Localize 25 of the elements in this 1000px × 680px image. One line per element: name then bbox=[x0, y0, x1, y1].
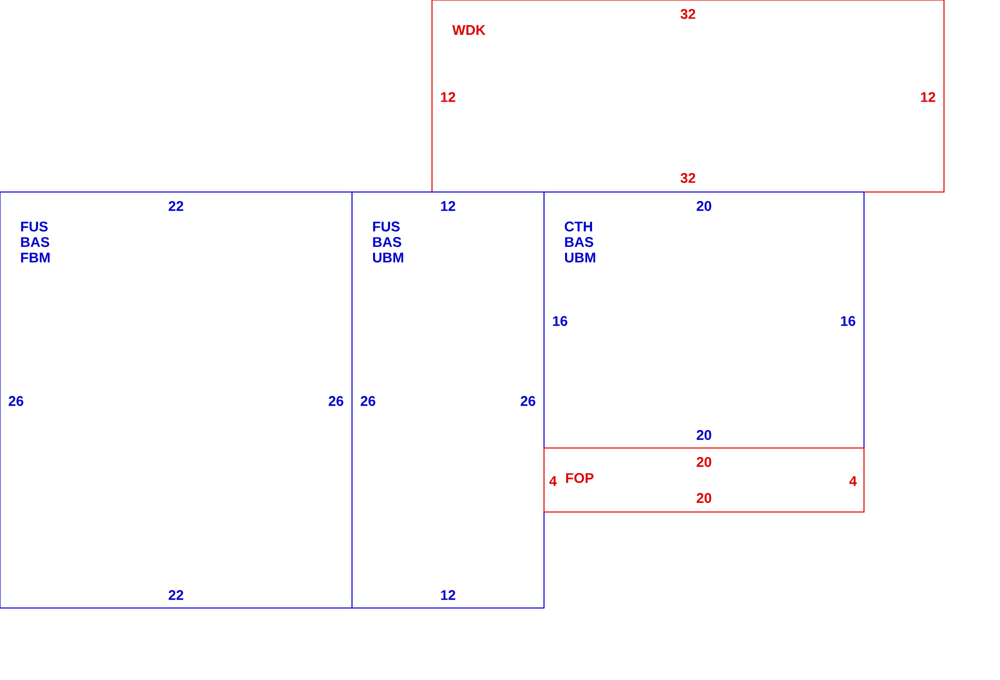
region-code: WDK bbox=[452, 25, 486, 35]
dimension-label: 32 bbox=[680, 173, 696, 183]
dimension-label: 4 bbox=[549, 476, 557, 486]
dimension-label: 32 bbox=[680, 9, 696, 19]
dimension-label: 22 bbox=[168, 201, 184, 211]
dimension-label: 16 bbox=[841, 316, 856, 326]
dimension-label: 12 bbox=[441, 590, 456, 600]
dimension-label: 12 bbox=[921, 92, 936, 102]
dimension-label: 12 bbox=[441, 92, 456, 102]
dimension-label: 20 bbox=[696, 457, 712, 467]
dimension-label: 12 bbox=[441, 201, 456, 211]
dimension-label: 26 bbox=[360, 396, 376, 406]
dimension-label: 4 bbox=[849, 476, 857, 486]
dimension-label: 26 bbox=[8, 396, 24, 406]
dimension-label: 26 bbox=[328, 396, 344, 406]
region-code: FUS BAS UBM bbox=[373, 222, 404, 262]
dimension-label: 16 bbox=[553, 316, 568, 326]
dimension-label: 22 bbox=[168, 590, 184, 600]
dimension-label: 20 bbox=[696, 430, 712, 440]
region-code: FOP bbox=[566, 473, 594, 483]
region-code: CTH BAS UBM bbox=[564, 222, 596, 262]
dimension-label: 20 bbox=[696, 201, 712, 211]
dimension-label: 20 bbox=[696, 493, 712, 503]
region-code: FUS BAS FBM bbox=[21, 222, 50, 262]
dimension-label: 26 bbox=[520, 396, 536, 406]
